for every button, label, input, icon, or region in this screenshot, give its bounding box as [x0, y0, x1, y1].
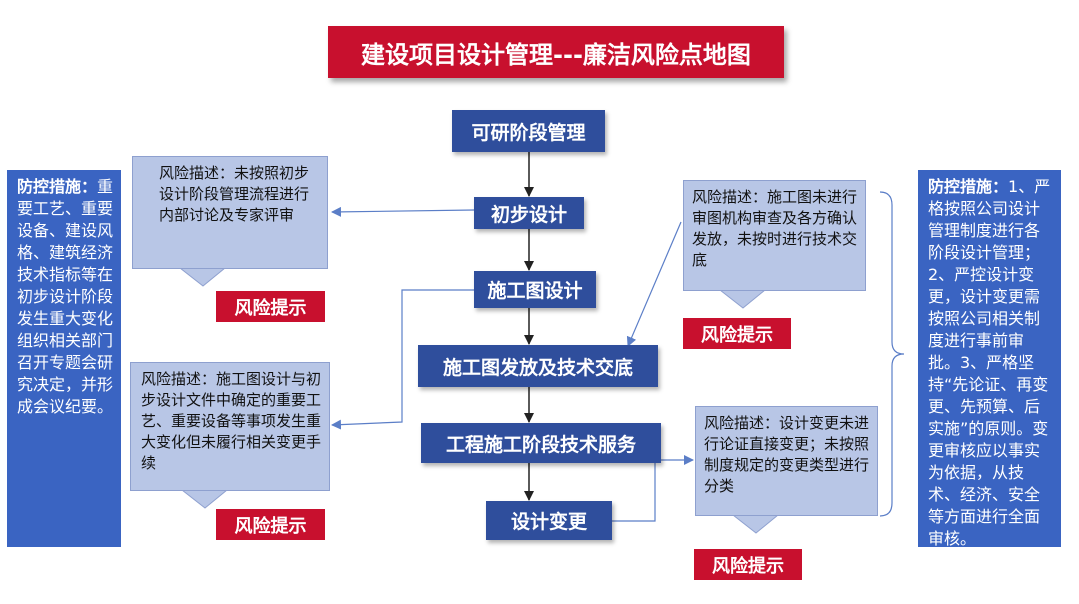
- risk-callout-preliminary: 风险描述：未按照初步设计阶段管理流程进行内部讨论及专家评审: [132, 156, 328, 269]
- right-panel-body: 1、严格按照公司设计管理制度进行各阶段设计管理；2、严控设计变更，设计变更需按照…: [928, 177, 1051, 548]
- right-control-panel: 防控措施：1、严格按照公司设计管理制度进行各阶段设计管理；2、严控设计变更，设计…: [918, 170, 1061, 548]
- risk-callout-drawing-release: 风险描述：施工图未进行审图机构审查及各方确认发放，未按时进行技术交底: [683, 180, 866, 291]
- connector-c4: [612, 455, 694, 522]
- left-panel-heading: 防控措施：: [17, 177, 98, 196]
- step-drawing-release: 施工图发放及技术交底: [418, 345, 658, 387]
- risk-tag: 风险提示: [216, 291, 325, 322]
- step-feasibility: 可研阶段管理: [452, 110, 605, 152]
- connector-c2: [331, 289, 474, 430]
- risk-tag: 风险提示: [694, 549, 802, 580]
- callout-pointer: [180, 489, 229, 509]
- risk-callout-construction-drawing: 风险描述：施工图设计与初步设计文件中确定的重要工艺、重要设备等事项发生重大变化但…: [130, 362, 330, 491]
- risk-tag: 风险提示: [683, 318, 791, 349]
- step-construction-service: 工程施工阶段技术服务: [421, 423, 661, 463]
- callout-pointer: [718, 289, 767, 309]
- step-preliminary-design: 初步设计: [474, 197, 584, 229]
- left-panel-body: 重要工艺、重要设备、建设风格、建筑经济技术指标等在初步设计阶段发生重大变化组织相…: [17, 177, 114, 416]
- right-brace: [879, 191, 905, 517]
- callout-pointer: [731, 514, 780, 534]
- page-title: 建设项目设计管理---廉洁风险点地图: [328, 26, 784, 78]
- connector-c3: [626, 221, 682, 347]
- risk-tag: 风险提示: [216, 509, 325, 540]
- connector-c1: [331, 206, 475, 217]
- callout-pointer: [178, 267, 227, 287]
- left-control-panel: 防控措施：重要工艺、重要设备、建设风格、建筑经济技术指标等在初步设计阶段发生重大…: [7, 170, 121, 547]
- risk-callout-design-change: 风险描述：设计变更未进行论证直接变更；未按照制度规定的变更类型进行分类: [695, 406, 878, 516]
- step-design-change: 设计变更: [486, 501, 612, 540]
- step-construction-drawing: 施工图设计: [474, 271, 596, 308]
- right-panel-heading: 防控措施：: [928, 177, 1009, 196]
